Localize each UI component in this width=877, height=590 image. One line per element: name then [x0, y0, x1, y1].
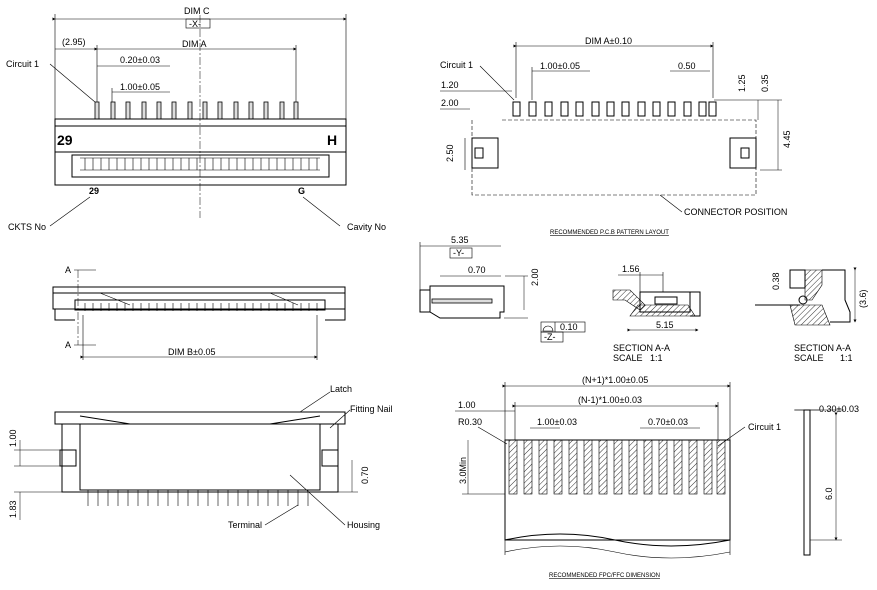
- terminal-label: Terminal: [228, 520, 262, 530]
- ckts-no-label: CKTS No: [8, 222, 46, 232]
- pcb-d445-label: 4.45: [782, 130, 792, 148]
- section2-label: SECTION A-A: [794, 343, 851, 353]
- fpc-d100-label: 1.00: [458, 400, 476, 410]
- fpc-thickness-label: 0.30±0.03: [819, 404, 859, 414]
- pcb-d035-label: 0.35: [760, 74, 770, 92]
- pcb-d120-label: 1.20: [441, 80, 459, 90]
- fitting-nail-label: Fitting Nail: [350, 404, 393, 414]
- fpc-radius-label: R0.30: [458, 417, 482, 427]
- side-d200-label: 2.00: [530, 268, 540, 286]
- cavity-no-label: Cavity No: [347, 222, 386, 232]
- latch-label: Latch: [330, 384, 352, 394]
- section2-scale-label: SCALE: [794, 353, 824, 363]
- pcb-pitch-label: 1.00±0.05: [540, 61, 580, 71]
- front-view: A A DIM B±0.05: [52, 265, 346, 360]
- section-view-1: 1.56 5.15 SECTION A-A SCALE 1:1: [612, 264, 701, 363]
- cavity-letter-label: H: [327, 132, 337, 148]
- bl-d183-label: 1.83: [8, 500, 18, 518]
- section1-scale-label: SCALE: [613, 353, 643, 363]
- top-left-view: DIM C -X- (2.95) DIM A 0.20±0.03 1.00±0.…: [6, 6, 386, 232]
- pcb-pad-width-label: 0.50: [678, 61, 696, 71]
- fpc-pitch-label: 1.00±0.03: [537, 417, 577, 427]
- pcb-pads: [512, 101, 717, 117]
- fitting-nail-left: [59, 449, 77, 467]
- datum-x-box: [185, 18, 211, 29]
- pin-width-label: 0.20±0.03: [120, 55, 160, 65]
- fpc-width-label: 0.70±0.03: [648, 417, 688, 427]
- fpc-caption: RECOMMENDED FPC/FFC DIMENSION: [549, 573, 660, 579]
- section-a-bottom-label: A: [65, 340, 71, 350]
- bl-d070-label: 0.70: [360, 466, 370, 484]
- dim-c-label: DIM C: [184, 6, 210, 16]
- datum-x-label: -X-: [189, 19, 201, 29]
- circuit1-label: Circuit 1: [6, 59, 39, 69]
- front-pins: [84, 303, 318, 311]
- pcb-caption: RECOMMENDED P.C.B PATTERN LAYOUT: [550, 230, 669, 236]
- section2-d038-label: 0.38: [771, 272, 781, 290]
- pcb-layout-view: DIM A±0.10 Circuit 1 1.00±0.05 0.50 1.20…: [440, 36, 792, 236]
- fpc-inner-label: (N-1)*1.00±0.03: [578, 395, 642, 405]
- datum-z-label: -Z-: [544, 332, 556, 342]
- connector-body-front: [52, 286, 346, 310]
- fitting-nail-right: [321, 449, 339, 467]
- fpc-d60-label: 6.0: [824, 487, 834, 500]
- bl-d100-label: 1.00: [8, 429, 18, 447]
- section-view-2: 0.38 (3.6) SECTION A-A SCALE 1:1: [755, 267, 868, 363]
- offset-label: (2.95): [62, 37, 86, 47]
- fpc-min-len-label: 3.0Min: [458, 457, 468, 484]
- pcb-d125-label: 1.25: [737, 74, 747, 92]
- pcb-circuit1-label: Circuit 1: [440, 60, 473, 70]
- section2-d36-label: (3.6): [858, 289, 868, 308]
- bottom-left-view: 1.00 1.83 0.70 Latch Fitting Nail Housin…: [8, 384, 393, 530]
- section1-d156-label: 1.56: [622, 264, 640, 274]
- latch-bar: [54, 411, 346, 425]
- pcb-dim-a-label: DIM A±0.10: [585, 36, 632, 46]
- section-a-top-label: A: [65, 265, 71, 275]
- circuit-count-label: 29: [57, 132, 73, 148]
- fpc-side-profile: [803, 409, 811, 556]
- small-29-label: 29: [89, 186, 99, 196]
- small-g-label: G: [298, 186, 305, 196]
- side-d535-label: 5.35: [451, 235, 469, 245]
- terminals: [87, 490, 309, 506]
- connector-position-label: CONNECTOR POSITION: [684, 207, 787, 217]
- section1-label: SECTION A-A: [613, 343, 670, 353]
- fpc-view: (N+1)*1.00±0.05 (N-1)*1.00±0.03 1.00 R0.…: [455, 375, 859, 579]
- section2-scale-value: 1:1: [840, 353, 853, 363]
- dim-b-label: DIM B±0.05: [168, 347, 215, 357]
- inner-contacts: [84, 158, 318, 170]
- flatness-value-label: 0.10: [560, 322, 578, 332]
- side-view: 5.35 -Y- 0.70 2.00 0.10 -Z-: [419, 235, 586, 343]
- dim-a-label: DIM A: [182, 39, 207, 49]
- pcb-d200-label: 2.00: [441, 98, 459, 108]
- fpc-total-label: (N+1)*1.00±0.05: [582, 375, 648, 385]
- housing-body: [61, 423, 339, 493]
- fpc-circuit1-label: Circuit 1: [748, 422, 781, 432]
- section1-d515-label: 5.15: [656, 320, 674, 330]
- fpc-conductors: [508, 439, 726, 495]
- pcb-d250-label: 2.50: [445, 144, 455, 162]
- top-pins: [94, 101, 299, 120]
- side-d070-label: 0.70: [468, 265, 486, 275]
- section1-scale-value: 1:1: [650, 353, 663, 363]
- housing-label: Housing: [347, 520, 380, 530]
- side-body: [419, 285, 505, 319]
- datum-y-label: -Y-: [453, 248, 464, 258]
- pitch-label: 1.00±0.05: [120, 82, 160, 92]
